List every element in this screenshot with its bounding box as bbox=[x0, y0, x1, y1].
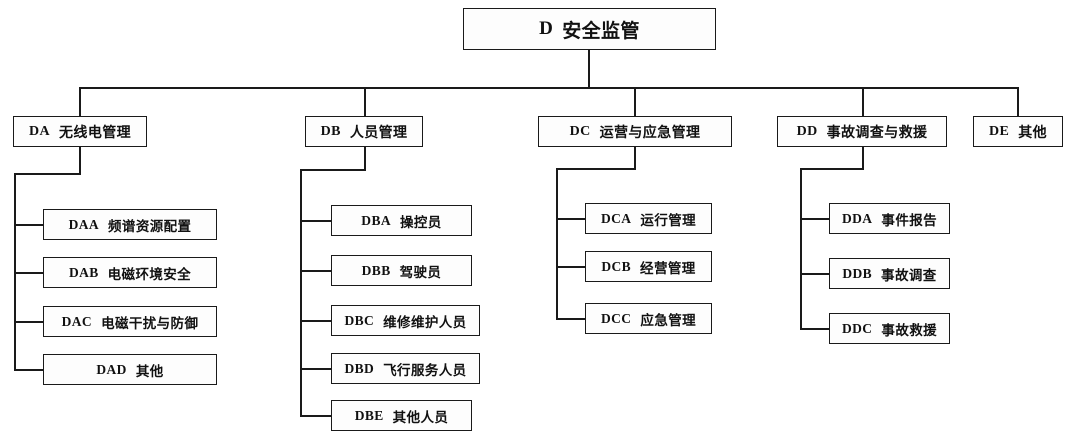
connector-drop-DD bbox=[862, 87, 864, 116]
node-code: D bbox=[539, 18, 554, 39]
node-label: 应急管理 bbox=[640, 312, 697, 328]
connector-drop-DB bbox=[364, 87, 366, 116]
node-label: 经营管理 bbox=[640, 260, 696, 276]
connector-DA-stem-down bbox=[79, 147, 81, 174]
node-DCB[interactable]: DCB 经营管理 bbox=[585, 251, 712, 282]
node-label: 其他 bbox=[135, 363, 164, 379]
node-DDC[interactable]: DDC 事故救援 bbox=[829, 313, 950, 344]
node-DB[interactable]: DB 人员管理 bbox=[305, 116, 423, 147]
node-code: DCA bbox=[600, 210, 632, 226]
node-DA[interactable]: DA 无线电管理 bbox=[13, 116, 147, 147]
node-code: DBD bbox=[344, 360, 375, 376]
node-label: 维修维护人员 bbox=[383, 314, 467, 330]
connector-DD-branch-DDB bbox=[800, 273, 830, 275]
connector-drop-DE bbox=[1017, 87, 1019, 116]
node-code: DE bbox=[988, 123, 1010, 139]
connector-DC-trunk bbox=[556, 168, 558, 320]
node-code: DCB bbox=[601, 258, 632, 274]
connector-DA-branch-DAB bbox=[14, 272, 44, 274]
node-code: DAA bbox=[68, 216, 100, 232]
node-label: 事故调查与救援 bbox=[826, 125, 928, 141]
connector-root-stem bbox=[588, 50, 590, 88]
connector-DB-branch-DBC bbox=[300, 320, 332, 322]
node-code: DAB bbox=[68, 264, 99, 280]
connector-DC-branch-DCB bbox=[556, 266, 586, 268]
connector-DA-branch-DAC bbox=[14, 321, 44, 323]
node-code: DAC bbox=[61, 313, 93, 329]
connector-DB-stem-down bbox=[364, 147, 366, 170]
node-code: DBB bbox=[361, 262, 391, 278]
node-code: DBE bbox=[354, 407, 384, 423]
node-code: DBA bbox=[361, 212, 391, 228]
node-DBC[interactable]: DBC 维修维护人员 bbox=[331, 305, 480, 336]
connector-DC-stem-down bbox=[634, 147, 636, 169]
node-label: 频谱资源配置 bbox=[108, 218, 192, 234]
node-label: 事故救援 bbox=[881, 322, 938, 338]
connector-DB-trunk bbox=[300, 169, 302, 417]
node-label: 运营与应急管理 bbox=[599, 125, 701, 141]
node-code: DC bbox=[569, 123, 591, 139]
node-code: DBC bbox=[344, 312, 375, 328]
node-DBA[interactable]: DBA 操控员 bbox=[331, 205, 472, 236]
node-label: 安全监管 bbox=[562, 20, 640, 42]
node-DAC[interactable]: DAC 电磁干扰与防御 bbox=[43, 306, 217, 337]
node-DBE[interactable]: DBE 其他人员 bbox=[331, 400, 472, 431]
connector-DC-stem-left bbox=[556, 168, 636, 170]
connector-DB-stem-left bbox=[300, 169, 366, 171]
node-label: 操控员 bbox=[400, 214, 442, 230]
node-DCC[interactable]: DCC 应急管理 bbox=[585, 303, 712, 334]
node-label: 运行管理 bbox=[640, 212, 697, 228]
connector-DD-branch-DDC bbox=[800, 328, 830, 330]
connector-DA-stem-left bbox=[14, 173, 81, 175]
node-label: 驾驶员 bbox=[399, 264, 442, 280]
node-DAD[interactable]: DAD 其他 bbox=[43, 354, 217, 385]
node-code: DDC bbox=[841, 320, 873, 336]
node-code: DA bbox=[28, 123, 51, 139]
node-label: 飞行服务人员 bbox=[383, 362, 467, 378]
node-label: 无线电管理 bbox=[59, 125, 132, 141]
node-code: DDB bbox=[842, 265, 873, 281]
node-code: DDA bbox=[841, 210, 873, 226]
node-DCA[interactable]: DCA 运行管理 bbox=[585, 203, 712, 234]
connector-DB-branch-DBD bbox=[300, 368, 332, 370]
connector-DD-branch-DDA bbox=[800, 218, 830, 220]
node-label: 事故调查 bbox=[881, 267, 937, 283]
node-DBB[interactable]: DBB 驾驶员 bbox=[331, 255, 472, 286]
connector-drop-DA bbox=[79, 87, 81, 116]
node-DAA[interactable]: DAA 频谱资源配置 bbox=[43, 209, 217, 240]
node-label: 事件报告 bbox=[881, 212, 938, 228]
node-DDA[interactable]: DDA 事件报告 bbox=[829, 203, 950, 234]
node-label: 人员管理 bbox=[349, 125, 408, 141]
node-DC[interactable]: DC 运营与应急管理 bbox=[538, 116, 732, 147]
node-code: DCC bbox=[600, 310, 632, 326]
connector-DD-stem-down bbox=[862, 147, 864, 169]
node-DBD[interactable]: DBD 飞行服务人员 bbox=[331, 353, 480, 384]
node-code: DD bbox=[796, 123, 818, 139]
connector-DA-branch-DAA bbox=[14, 224, 44, 226]
connector-DD-stem-left bbox=[800, 168, 864, 170]
connector-drop-DC bbox=[634, 87, 636, 116]
connector-DB-branch-DBB bbox=[300, 270, 332, 272]
connector-DA-branch-DAD bbox=[14, 369, 44, 371]
node-DDB[interactable]: DDB 事故调查 bbox=[829, 258, 950, 289]
connector-DD-trunk bbox=[800, 168, 802, 330]
node-label: 其他人员 bbox=[392, 409, 449, 425]
connector-DB-branch-DBA bbox=[300, 220, 332, 222]
node-DD[interactable]: DD 事故调查与救援 bbox=[777, 116, 947, 147]
node-root-D[interactable]: D 安全监管 bbox=[463, 8, 716, 50]
node-code: DB bbox=[320, 123, 341, 139]
node-DE[interactable]: DE 其他 bbox=[973, 116, 1063, 147]
node-label: 电磁环境安全 bbox=[107, 266, 192, 282]
node-label: 其他 bbox=[1018, 125, 1048, 141]
connector-DC-branch-DCC bbox=[556, 318, 586, 320]
connector-DB-branch-DBE bbox=[300, 415, 332, 417]
node-DAB[interactable]: DAB 电磁环境安全 bbox=[43, 257, 217, 288]
node-label: 电磁干扰与防御 bbox=[101, 315, 199, 331]
connector-DC-branch-DCA bbox=[556, 218, 586, 220]
node-code: DAD bbox=[96, 361, 127, 377]
connector-level2-bus bbox=[79, 87, 1019, 89]
